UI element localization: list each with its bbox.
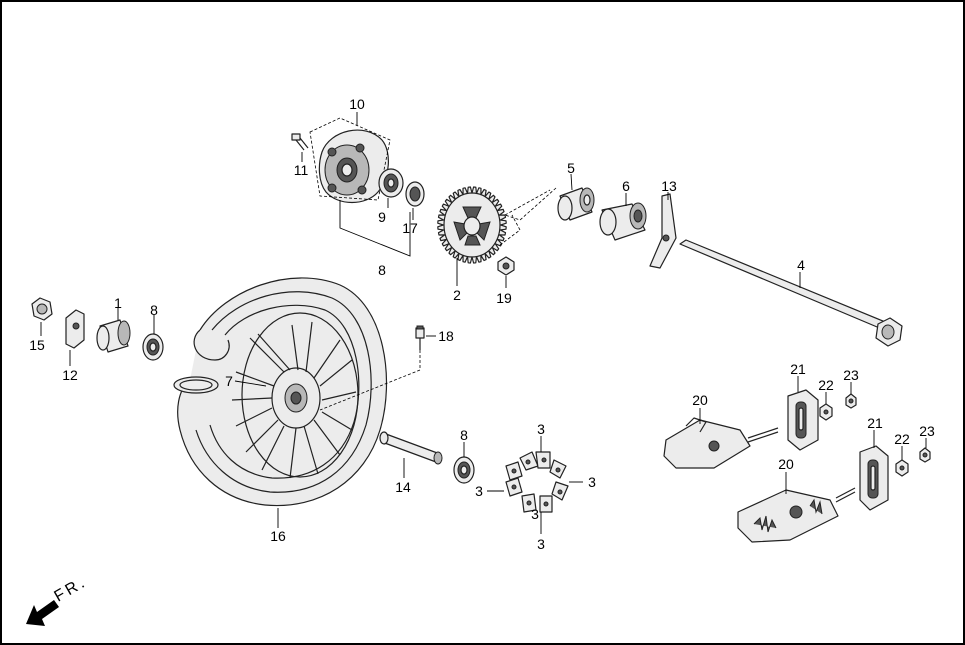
callout-5: 5 bbox=[567, 160, 575, 176]
part-bearing-8-center bbox=[453, 456, 475, 484]
part-dampers-3 bbox=[505, 451, 569, 513]
part-bearing-9 bbox=[378, 168, 404, 198]
callout-2: 2 bbox=[453, 287, 461, 303]
callout-3-right: 3 bbox=[588, 474, 596, 490]
callout-12: 12 bbox=[62, 367, 78, 383]
callout-3-bottom: 3 bbox=[537, 536, 545, 552]
callout-8-center: 8 bbox=[460, 427, 468, 443]
callout-9: 9 bbox=[378, 209, 386, 225]
part-bearing-8-left bbox=[142, 333, 164, 361]
leader-lines bbox=[40, 112, 927, 534]
part-collar-14 bbox=[379, 431, 443, 465]
part-bolt-11 bbox=[291, 133, 309, 151]
front-direction-indicator: FR. bbox=[26, 573, 90, 626]
callout-23-upper: 23 bbox=[843, 367, 859, 383]
callout-8-left: 8 bbox=[150, 302, 158, 318]
callout-13: 13 bbox=[661, 178, 677, 194]
direction-arrow-icon bbox=[26, 600, 59, 626]
part-nut-22-upper bbox=[819, 403, 833, 421]
part-sprocket-hub bbox=[309, 117, 391, 203]
callout-22-upper: 22 bbox=[818, 377, 834, 393]
callout-3-left: 3 bbox=[475, 483, 483, 499]
part-nut-23-lower bbox=[919, 447, 931, 463]
part-plate-13 bbox=[649, 193, 677, 269]
callout-3-center: 3 bbox=[531, 506, 539, 522]
part-adjuster-20-lower bbox=[737, 487, 856, 543]
part-nut-22-lower bbox=[895, 459, 909, 477]
part-plate-12 bbox=[65, 309, 85, 349]
part-adjuster-20-upper bbox=[663, 417, 779, 469]
callout-20-lower: 20 bbox=[778, 456, 794, 472]
part-axle-4 bbox=[679, 239, 903, 347]
callout-21-lower: 21 bbox=[867, 415, 883, 431]
callout-1: 1 bbox=[114, 295, 122, 311]
direction-label: FR. bbox=[52, 573, 91, 605]
part-guide-21-lower bbox=[859, 445, 889, 511]
callout-15: 15 bbox=[29, 337, 45, 353]
callout-18: 18 bbox=[438, 328, 454, 344]
callout-14: 14 bbox=[395, 479, 411, 495]
callout-23-lower: 23 bbox=[919, 423, 935, 439]
callout-21-upper: 21 bbox=[790, 361, 806, 377]
callout-17: 17 bbox=[402, 220, 418, 236]
callout-11: 11 bbox=[294, 162, 309, 178]
callout-22-lower: 22 bbox=[894, 431, 910, 447]
part-spacer-6 bbox=[599, 202, 647, 241]
callout-10: 10 bbox=[349, 96, 365, 112]
part-valve-18 bbox=[415, 325, 425, 350]
callout-19: 19 bbox=[496, 290, 512, 306]
callout-4: 4 bbox=[797, 257, 805, 273]
part-oil-seal-17 bbox=[405, 181, 425, 207]
callout-20-upper: 20 bbox=[692, 392, 708, 408]
part-collar-5 bbox=[504, 187, 595, 221]
callout-16: 16 bbox=[270, 528, 286, 544]
part-rear-wheel bbox=[173, 277, 388, 507]
part-nut-15 bbox=[31, 297, 53, 321]
callout-labels: 1 2 3 3 3 3 3 4 5 6 7 8 8 8 9 10 11 12 1… bbox=[29, 96, 935, 552]
part-rear-sprocket bbox=[437, 186, 551, 264]
callout-7: 7 bbox=[225, 373, 233, 389]
callout-3-top: 3 bbox=[537, 421, 545, 437]
part-nut-19 bbox=[497, 256, 515, 276]
part-guide-21-upper bbox=[787, 389, 819, 451]
callout-8-top: 8 bbox=[378, 262, 386, 278]
part-nut-23-upper bbox=[845, 393, 857, 409]
callout-6: 6 bbox=[622, 178, 630, 194]
part-collar-1 bbox=[96, 319, 131, 353]
